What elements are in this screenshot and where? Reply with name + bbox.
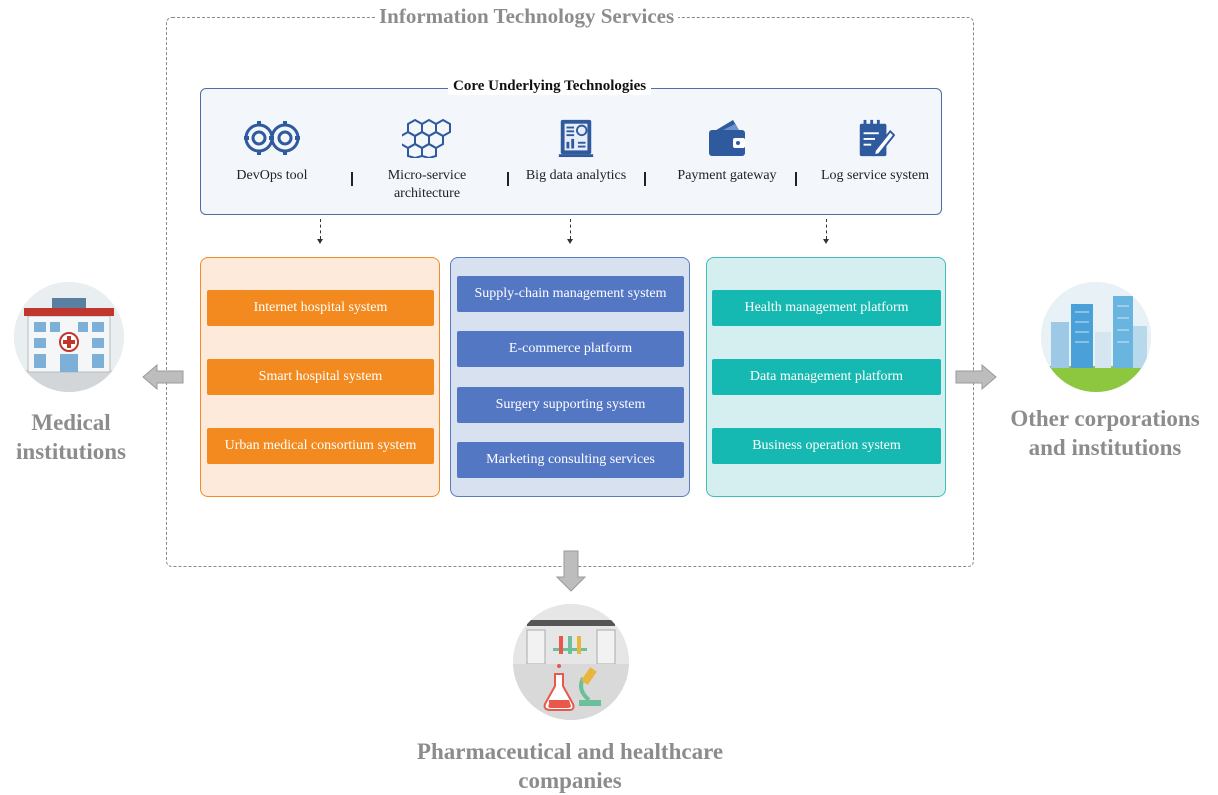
system-box: Health management platform: [712, 290, 941, 326]
connector-arrowhead: [317, 239, 323, 244]
hospital-building-icon: [14, 282, 124, 392]
system-box: Smart hospital system: [207, 359, 434, 395]
devops-gears-icon: [244, 121, 300, 155]
separator: [644, 172, 646, 186]
other-corporations-label: Other corporations and institutions: [1010, 406, 1200, 460]
system-box: Marketing consulting services: [457, 442, 684, 478]
arrow-left-icon: [142, 364, 184, 390]
pharmaceutical-companies-label: Pharmaceutical and healthcare companies: [416, 739, 724, 793]
tech-payment: Payment gateway: [662, 118, 792, 185]
tech-big-data: Big data analytics: [511, 118, 641, 185]
tech-label: Big data analytics: [525, 168, 627, 183]
connector-line: [826, 219, 827, 239]
tech-label: Micro-service architecture: [387, 168, 467, 201]
system-box: Surgery supporting system: [457, 387, 684, 423]
laboratory-flask-icon: [513, 604, 629, 720]
notepad-pen-icon: [859, 119, 895, 157]
tech-log-service: Log service system: [810, 118, 940, 185]
tech-label: DevOps tool: [236, 168, 308, 183]
system-box: Supply-chain management system: [457, 276, 684, 312]
tech-microservice: Micro-service architecture: [362, 118, 492, 203]
connector-arrowhead: [567, 239, 573, 244]
separator: [507, 172, 509, 186]
wallet-icon: [709, 120, 745, 156]
tech-label: Log service system: [820, 168, 930, 183]
laboratory-illustration: [513, 604, 629, 720]
system-box: E-commerce platform: [457, 331, 684, 367]
tech-devops: DevOps tool: [207, 118, 337, 185]
system-box: Urban medical consortium system: [207, 428, 434, 464]
arrow-right-icon: [955, 364, 997, 390]
hospital-illustration: [14, 282, 124, 392]
tech-label: Payment gateway: [677, 168, 777, 183]
system-box: Internet hospital system: [207, 290, 434, 326]
connector-line: [320, 219, 321, 239]
system-box: Data management platform: [712, 359, 941, 395]
arrow-down-icon: [556, 550, 586, 592]
city-buildings-icon: [1041, 282, 1151, 392]
city-illustration: [1041, 282, 1151, 392]
analytics-dashboard-icon: [558, 119, 594, 158]
separator: [351, 172, 353, 186]
medical-institutions-label: Medical institutions: [16, 410, 126, 464]
it-services-title: Information Technology Services: [375, 4, 679, 29]
core-technologies-title: Core Underlying Technologies: [448, 78, 652, 95]
connector-line: [570, 219, 571, 239]
separator: [795, 172, 797, 186]
connector-arrowhead: [823, 239, 829, 244]
hexagon-cluster-icon: [402, 118, 451, 158]
system-box: Business operation system: [712, 428, 941, 464]
